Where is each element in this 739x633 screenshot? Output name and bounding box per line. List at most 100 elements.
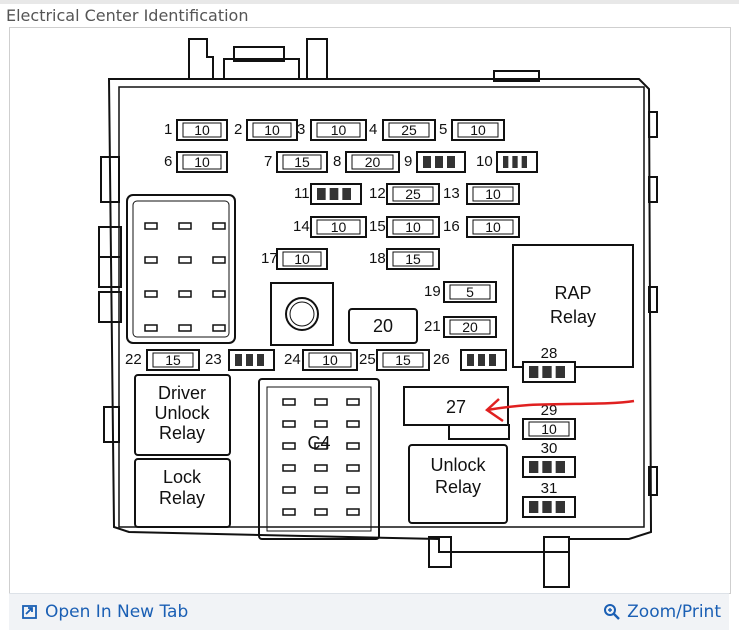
- fuse-number-label: 8: [333, 153, 341, 170]
- c4-pin: [282, 398, 296, 406]
- fuse-number-label: 22: [125, 351, 142, 368]
- fuse-number-label: 14: [293, 218, 310, 235]
- slot-contact: [423, 156, 431, 168]
- zoom-print-link[interactable]: Zoom/Print: [603, 602, 721, 622]
- fuse-body: [276, 248, 328, 270]
- fuse-24: 24 10: [284, 349, 358, 371]
- slot-contact: [489, 354, 496, 366]
- fuse-number-label: 12: [369, 185, 386, 202]
- fuse-rating: 10: [194, 154, 210, 170]
- fuse-number-label: 4: [369, 121, 377, 138]
- footer-bar: Open In New Tab Zoom/Print: [9, 593, 729, 630]
- c4-pin: [346, 486, 360, 494]
- fuse-body: [386, 183, 440, 205]
- fuse-number-label: 16: [443, 218, 460, 235]
- slot-contact: [329, 188, 339, 200]
- fuse-number-label: 2: [234, 121, 242, 138]
- c4-pin: [282, 508, 296, 516]
- c4-pin: [346, 464, 360, 472]
- slot-contact: [447, 156, 455, 168]
- fuse-rating: 10: [322, 352, 338, 368]
- fuse-body: [451, 119, 505, 141]
- left-connector-pin: [178, 290, 192, 298]
- fuse-body: [443, 281, 497, 303]
- slot-contact: [521, 156, 527, 168]
- fuse-number-label: 19: [424, 283, 441, 300]
- lock-relay-label-2: Relay: [159, 488, 205, 508]
- fuse-rating: 25: [405, 186, 421, 202]
- fuse-rating: 15: [294, 154, 310, 170]
- rap-relay-label-2: Relay: [550, 307, 596, 327]
- fuse-14: 14 10: [293, 216, 367, 238]
- fuse-number-label: 26: [433, 351, 450, 368]
- c4-pin: [282, 486, 296, 494]
- fuse-body: [176, 151, 228, 173]
- fuse-body: [466, 183, 520, 205]
- c4-pin: [346, 398, 360, 406]
- left-connector-pin: [178, 222, 192, 230]
- top-divider: [0, 0, 739, 4]
- open-in-new-tab-link[interactable]: Open In New Tab: [21, 602, 188, 622]
- left-connector-pin: [144, 324, 158, 332]
- open-in-new-tab-label: Open In New Tab: [45, 602, 189, 622]
- fuse-number-label: 11: [294, 185, 310, 202]
- fuse-rating: 10: [331, 219, 347, 235]
- block-20-label: 20: [373, 316, 393, 336]
- fuse-6: 6 10: [164, 151, 228, 173]
- c4-pin: [346, 442, 360, 450]
- fuse-31: 31: [522, 480, 576, 518]
- fuse-rating: 10: [405, 219, 421, 235]
- fuse-number-label: 15: [369, 218, 386, 235]
- fuse-number-label: 6: [164, 153, 172, 170]
- page-title: Electrical Center Identification: [6, 6, 249, 25]
- fuse-number-label: 24: [284, 351, 301, 368]
- open-new-tab-icon: [22, 605, 37, 619]
- fuse-number-label: 18: [369, 250, 386, 267]
- c4-pin: [282, 420, 296, 428]
- fuse-rating: 15: [395, 352, 411, 368]
- c4-pin: [314, 464, 328, 472]
- slot-contact: [555, 501, 565, 513]
- left-connector-pin: [178, 324, 192, 332]
- left-connector-pin: [212, 256, 226, 264]
- slot-contact: [257, 354, 264, 366]
- slot-contact: [555, 461, 565, 473]
- fuse-28: 28: [522, 345, 576, 383]
- fuse-rating: 10: [294, 251, 310, 267]
- fuse-number-label: 10: [476, 153, 493, 170]
- slot-contact: [542, 501, 552, 513]
- fuse-number-label: 23: [205, 351, 222, 368]
- slot-contact: [317, 188, 326, 200]
- lock-relay-label-1: Lock: [163, 467, 202, 487]
- slot-contact: [529, 501, 539, 513]
- fuse-rating: 10: [331, 122, 347, 138]
- fuse-body: [376, 349, 430, 371]
- slot-contact: [503, 156, 509, 168]
- c4-pin: [346, 420, 360, 428]
- fuse-body: [386, 216, 440, 238]
- slot-contact: [529, 461, 539, 473]
- fuse-body: [176, 119, 228, 141]
- magnifier-icon: [604, 604, 621, 620]
- fuse-body: [386, 248, 440, 270]
- fuse-number-label: 7: [264, 153, 272, 170]
- slot-contact: [478, 354, 485, 366]
- fuse-body: [466, 216, 520, 238]
- driver-unlock-relay-label-2: Unlock: [154, 403, 210, 423]
- item-27-label: 27: [446, 397, 466, 417]
- rap-relay-label-1: RAP: [554, 283, 591, 303]
- c4-pin: [314, 508, 328, 516]
- fuse-number-label: 13: [443, 185, 460, 202]
- fuse-number-label: 30: [541, 440, 558, 457]
- fuse-body: [146, 349, 200, 371]
- connector-c4-label: C4: [307, 433, 330, 453]
